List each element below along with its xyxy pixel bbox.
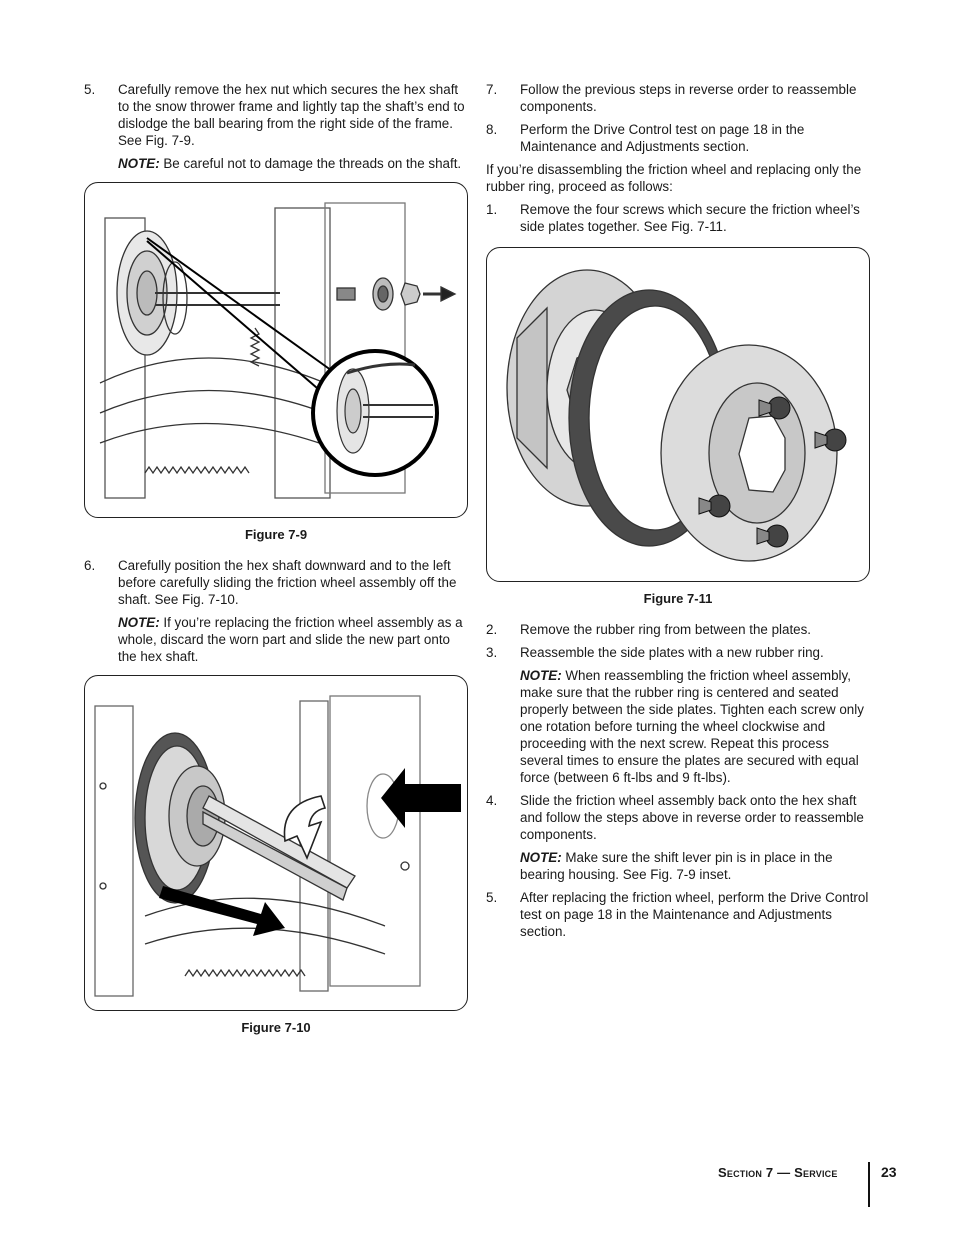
step-text: Remove the rubber ring from between the … [520,622,812,637]
substep-5: 5. After replacing the friction wheel, p… [486,889,870,940]
footer-divider [868,1162,870,1207]
figure-7-9 [84,182,468,518]
substep-1: 1. Remove the four screws which secure t… [486,201,870,235]
note-reassembling: NOTE: When reassembling the friction whe… [486,667,870,786]
note-label: NOTE: [520,668,562,683]
step-number: 2. [486,622,498,637]
step-text: Follow the previous steps in reverse ord… [520,82,857,114]
note-text: Be careful not to damage the threads on … [159,156,462,171]
figure-7-11 [486,247,870,582]
note-label: NOTE: [118,156,160,171]
step-text: Remove the four screws which secure the … [520,202,860,234]
substep-4: 4. Slide the friction wheel assembly bac… [486,792,870,843]
step-number: 4. [486,793,498,808]
figure-7-9-caption: Figure 7-9 [244,527,308,542]
note-shift-lever: NOTE: Make sure the shift lever pin is i… [486,849,870,883]
figure-7-9-illustration [99,202,457,499]
substep-3: 3. Reassemble the side plates with a new… [486,644,870,661]
figure-7-10-illustration [94,695,461,997]
step-text: Carefully remove the hex nut which secur… [118,82,465,148]
step-text: After replacing the friction wheel, perf… [520,890,869,939]
step-text: Carefully position the hex shaft downwar… [118,558,457,607]
left-column: 5. Carefully remove the hex nut which se… [84,81,468,1050]
figure-7-11-illustration [506,269,847,562]
right-column: 7. Follow the previous steps in reverse … [486,81,870,946]
figure-7-10 [84,675,468,1011]
note-threads: NOTE: Be careful not to damage the threa… [84,155,468,172]
note-text: If you’re replacing the friction wheel a… [118,615,463,664]
step-number: 7. [486,82,498,97]
note-text: Make sure the shift lever pin is in plac… [520,850,833,882]
step-number: 8. [486,122,498,137]
step-number: 6. [84,558,96,573]
intro-paragraph: If you’re disassembling the friction whe… [486,162,862,194]
step-number: 3. [486,645,498,660]
step-text: Slide the friction wheel assembly back o… [520,793,864,842]
step-5: 5. Carefully remove the hex nut which se… [84,81,468,149]
step-number: 5. [84,82,96,97]
step-text: Reassemble the side plates with a new ru… [520,645,824,660]
page-number: 23 [881,1164,897,1180]
substep-2: 2. Remove the rubber ring from between t… [486,621,870,638]
figure-7-11-caption: Figure 7-11 [643,591,713,606]
step-text: Perform the Drive Control test on page 1… [520,122,805,154]
step-number: 5. [486,890,498,905]
step-8: 8. Perform the Drive Control test on pag… [486,121,870,155]
note-label: NOTE: [118,615,160,630]
figure-7-10-caption: Figure 7-10 [241,1020,311,1035]
section-label: Section 7 — Service [718,1165,838,1180]
note-text: When reassembling the friction wheel ass… [520,668,864,785]
step-6: 6. Carefully position the hex shaft down… [84,557,468,608]
note-replacing-assembly: NOTE: If you’re replacing the friction w… [84,614,468,665]
note-label: NOTE: [520,850,562,865]
step-7: 7. Follow the previous steps in reverse … [486,81,870,115]
footer-section-title: Section 7 — Service [718,1164,838,1181]
step-number: 1. [486,202,498,217]
